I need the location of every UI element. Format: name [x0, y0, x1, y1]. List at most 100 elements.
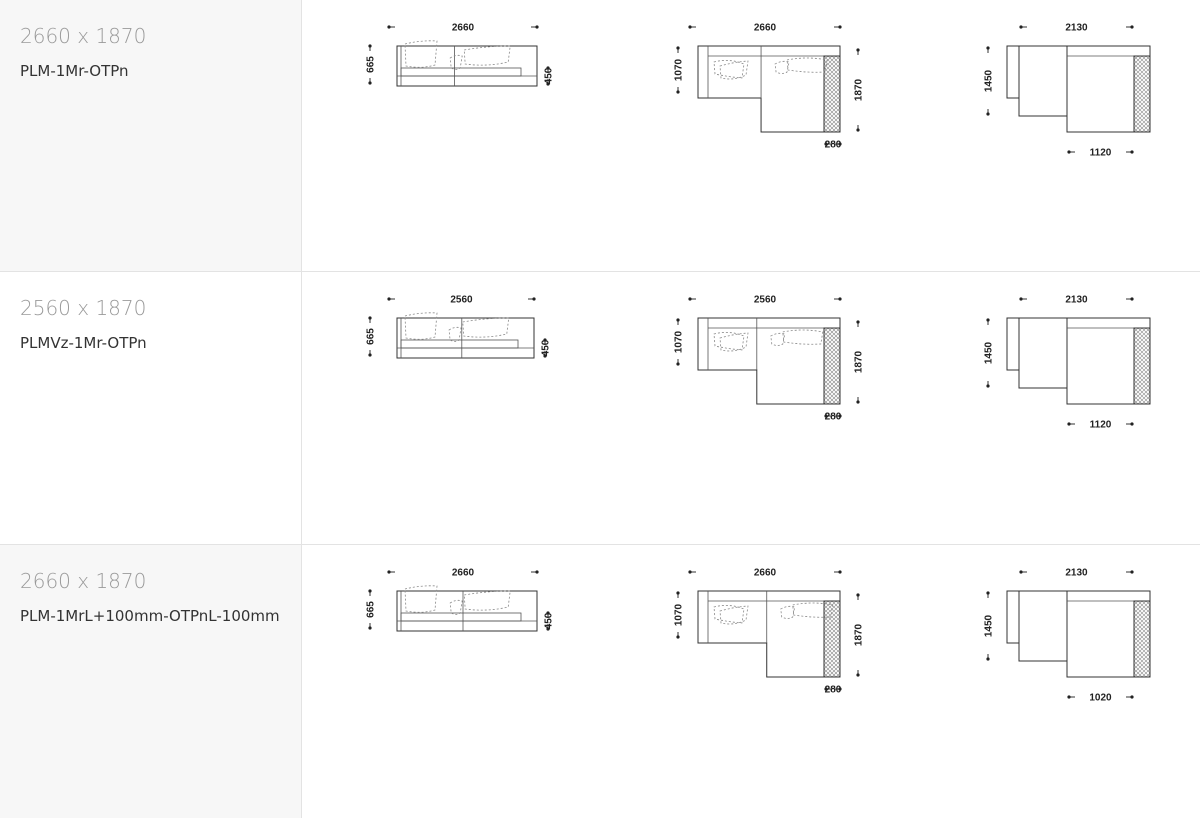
- hatch-line: [1134, 632, 1150, 650]
- hatch-line: [1141, 601, 1150, 610]
- dimension-dot: [676, 635, 680, 639]
- dimension-dot: [986, 384, 990, 388]
- hatch-line: [1134, 363, 1150, 381]
- hatch-line: [1134, 99, 1150, 117]
- side-chaise: [1066, 317, 1151, 405]
- dimension-label: 1450: [984, 614, 995, 637]
- cushion-outline: [774, 60, 790, 74]
- dimension-dot: [986, 591, 990, 595]
- hatch-line: [835, 56, 840, 61]
- hatch-line: [1134, 601, 1139, 606]
- hatch-line: [824, 71, 840, 89]
- product-info: 2560 x 1870 PLMVz-1Mr-OTPn: [0, 272, 302, 544]
- hatch-line: [1134, 379, 1150, 397]
- hatch-line: [824, 387, 840, 404]
- hatch-line: [824, 63, 840, 81]
- hatch-line: [1134, 343, 1150, 361]
- hatch-line: [1134, 328, 1150, 345]
- hatch-line: [824, 328, 840, 345]
- sofa-front-body: [396, 590, 538, 632]
- hatch-line: [831, 328, 840, 337]
- hatch-line: [824, 351, 840, 369]
- hatch-line: [824, 620, 840, 638]
- dimension-dot: [838, 570, 842, 574]
- hatch-line: [1134, 616, 1150, 634]
- cushion-outline: [713, 60, 745, 79]
- hatch-line: [1134, 383, 1150, 401]
- hatch-line: [1134, 115, 1150, 132]
- hatch-line: [824, 103, 840, 121]
- dimension-dot: [546, 627, 550, 631]
- hatch-line: [831, 56, 840, 65]
- hatch-line: [1145, 601, 1150, 606]
- hatch-line: [824, 601, 833, 610]
- hatch-line: [1134, 328, 1143, 337]
- hatch-line: [1134, 111, 1150, 129]
- dimension-label: 665: [366, 328, 377, 345]
- side-chaise: [1066, 590, 1151, 678]
- dimension-label: 2130: [1065, 295, 1088, 306]
- cushion-outline: [786, 57, 828, 73]
- cushion-outline: [449, 599, 463, 615]
- hatch-line: [1145, 328, 1150, 333]
- dimension-dot: [368, 626, 372, 630]
- sofa-front-body: [396, 317, 535, 359]
- hatch-line: [1134, 387, 1150, 404]
- hatch-line: [1134, 660, 1150, 677]
- cushion-outline: [719, 60, 749, 80]
- hatch-line: [824, 604, 840, 622]
- hatch-line: [1134, 328, 1139, 333]
- hatch-line: [1134, 640, 1150, 658]
- dimension-dot: [688, 570, 692, 574]
- overall-dimensions: 2660 x 1870: [20, 24, 147, 48]
- hatch-line: [1134, 601, 1143, 610]
- dimension-dot: [368, 353, 372, 357]
- dimension-dot: [1130, 297, 1134, 301]
- hatch-line: [824, 359, 840, 377]
- cushion-outline: [463, 590, 511, 611]
- hatch-line: [1134, 331, 1150, 349]
- hatch-line: [1134, 620, 1150, 638]
- hatch-line: [824, 83, 840, 101]
- backrest-outline: [1133, 55, 1151, 133]
- dimension-label: 2560: [754, 295, 777, 306]
- product-info: 2660 x 1870 PLM-1Mr-OTPn: [0, 0, 302, 271]
- dimension-label: 665: [366, 601, 377, 618]
- dimension-dot: [546, 611, 550, 615]
- backrest-outline: [1133, 600, 1151, 678]
- dimension-dot: [1130, 422, 1134, 426]
- hatch-line: [1134, 339, 1150, 357]
- hatch-line: [824, 616, 840, 634]
- dimension-label: 665: [366, 56, 377, 73]
- dimension-dot: [986, 318, 990, 322]
- sofa-plan-outline: [697, 317, 841, 405]
- cushion-outline: [719, 332, 749, 352]
- dimension-label: 280: [825, 140, 842, 151]
- dimension-dot: [1067, 150, 1071, 154]
- dimension-label: 450: [544, 67, 555, 84]
- hatch-line: [1134, 67, 1150, 85]
- dimension-dot: [676, 318, 680, 322]
- hatch-line: [824, 628, 840, 646]
- dimension-dot: [368, 81, 372, 85]
- seat-cushion: [400, 67, 522, 77]
- dimension-dot: [1130, 25, 1134, 29]
- dimension-dot: [535, 570, 539, 574]
- cushion-outline: [404, 312, 438, 340]
- cushion-outline: [449, 54, 463, 70]
- hatch-line: [824, 632, 840, 650]
- backrest-hatching: [1134, 328, 1150, 404]
- hatch-line: [824, 612, 840, 630]
- side-seat-base: [1018, 45, 1068, 117]
- dimension-dot: [856, 128, 860, 132]
- dimension-dot: [368, 589, 372, 593]
- dimension-dot: [1019, 297, 1023, 301]
- dimension-label: 2560: [450, 295, 473, 306]
- dimension-dot: [838, 297, 842, 301]
- hatch-line: [824, 335, 840, 353]
